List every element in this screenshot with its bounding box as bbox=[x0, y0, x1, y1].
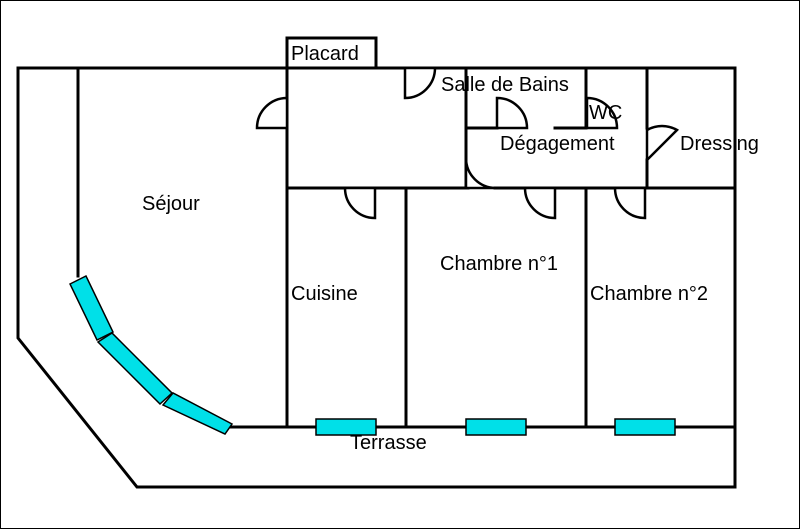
door-chambre2 bbox=[613, 186, 647, 220]
label-chambre2: Chambre n°2 bbox=[590, 283, 708, 305]
window-sejour-1 bbox=[69, 274, 114, 342]
label-chambre1: Chambre n°1 bbox=[440, 253, 558, 275]
door-entrance bbox=[403, 66, 437, 100]
label-degagement: Dégagement bbox=[500, 133, 615, 155]
label-salle-de-bains: Salle de Bains bbox=[441, 74, 569, 96]
label-cuisine: Cuisine bbox=[291, 283, 358, 305]
window-chambre1 bbox=[465, 418, 527, 436]
terrace-outline bbox=[16, 66, 737, 489]
label-dressing: Dressing bbox=[680, 133, 759, 155]
door-dressing bbox=[645, 124, 680, 164]
label-wc: WC bbox=[589, 102, 622, 124]
label-sejour: Séjour bbox=[142, 193, 200, 215]
door-sejour-hall bbox=[255, 96, 289, 130]
door-chambre1 bbox=[523, 186, 557, 220]
window-cuisine bbox=[315, 418, 377, 436]
door-salle-de-bains bbox=[495, 96, 529, 130]
label-placard: Placard bbox=[291, 43, 359, 65]
label-terrasse: Terrasse bbox=[350, 432, 427, 454]
window-sejour-3 bbox=[161, 392, 234, 435]
door-cuisine bbox=[343, 186, 377, 220]
window-chambre2 bbox=[614, 418, 676, 436]
door-hall-degagement bbox=[464, 157, 497, 190]
placard-wall bbox=[285, 36, 378, 70]
door-wc bbox=[585, 96, 619, 130]
window-sejour-2 bbox=[96, 332, 174, 406]
